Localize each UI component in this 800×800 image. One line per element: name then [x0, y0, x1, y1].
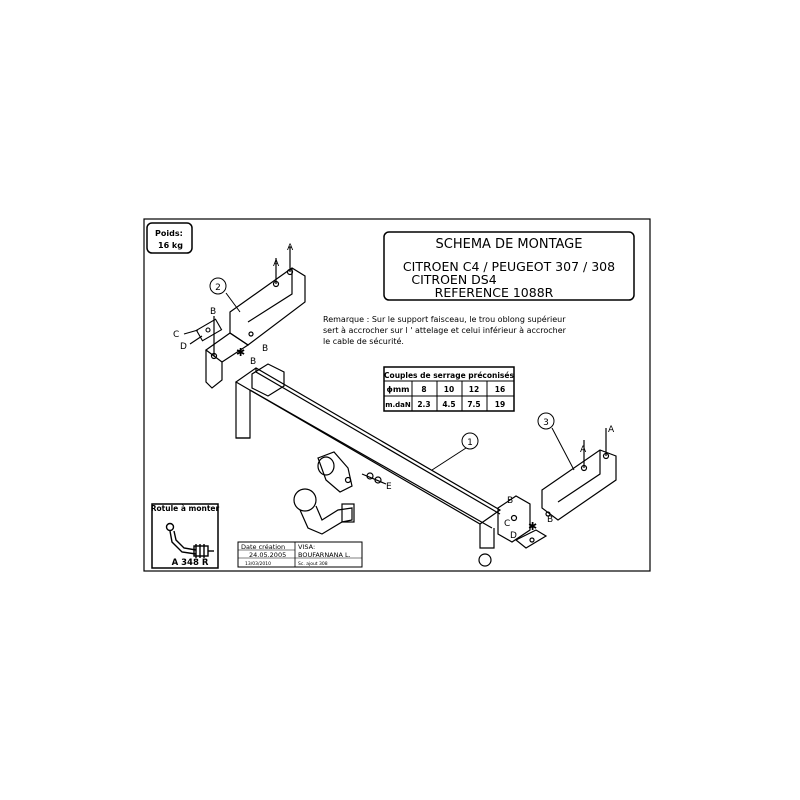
- title-vehicles-line1: CITROEN C4 / PEUGEOT 307 / 308: [403, 259, 615, 274]
- remark-line1: Remarque : Sur le support faisceau, le t…: [323, 314, 566, 324]
- tow-ball-assembly: [293, 451, 387, 535]
- torque-diameter-3: 12: [469, 385, 479, 394]
- torque-value-1: 2.3: [417, 400, 430, 409]
- info-visa-value: BOUFARNANA L.: [298, 551, 351, 559]
- torque-table: Couples de serrage préconisés ϕmm 8 10 1…: [383, 366, 515, 412]
- letter-labels: A A B C D B B E A A B C D B: [173, 243, 615, 541]
- svg-text:1: 1: [467, 438, 473, 448]
- label-a-right-2: A: [580, 445, 587, 455]
- title-vehicles-line2: CITROEN DS4: [411, 272, 496, 287]
- ball-inset-box: Rotule à monter A 348 R: [151, 503, 220, 569]
- torque-value-4: 19: [495, 400, 505, 409]
- left-clamp-plate: ✱: [183, 318, 245, 359]
- label-a-left-2: A: [273, 259, 280, 269]
- label-c-right: C: [504, 519, 510, 529]
- label-d-right: D: [510, 531, 517, 541]
- remark-line2: sert à accrocher sur l ' attelage et cel…: [323, 325, 567, 335]
- torque-table-title: Couples de serrage préconisés: [384, 371, 514, 380]
- drawing-frame: [143, 218, 651, 572]
- torque-value-2: 4.5: [442, 400, 455, 409]
- remark-text: Remarque : Sur le support faisceau, le t…: [323, 314, 567, 346]
- callout-leaders: [225, 292, 575, 471]
- label-b-left-3: B: [250, 357, 256, 367]
- label-b-left-2: B: [262, 344, 268, 354]
- label-a-right-1: A: [608, 425, 615, 435]
- title-reference: REFERENCE 1088R: [435, 285, 554, 300]
- weight-box: Poids: 16 kg: [146, 222, 193, 254]
- label-b-right-2: B: [547, 515, 553, 525]
- label-c-left: C: [173, 330, 179, 340]
- info-mod-note: Sc. ajout 308: [298, 561, 328, 567]
- info-mod-date: 13/03/2010: [245, 561, 271, 567]
- ball-inset-ref: A 348 R: [172, 558, 209, 568]
- info-visa-label: VISA:: [298, 543, 315, 551]
- callout-1: 1: [461, 432, 479, 450]
- right-bracket: ✱: [497, 428, 617, 549]
- svg-text:✱: ✱: [528, 520, 537, 533]
- info-date-label: Date création: [241, 543, 285, 551]
- weight-label: Poids:: [155, 229, 183, 238]
- svg-text:✱: ✱: [236, 346, 245, 359]
- title-box: SCHEMA DE MONTAGE CITROEN C4 / PEUGEOT 3…: [383, 231, 635, 301]
- torque-diameter-4: 16: [495, 385, 505, 394]
- info-date-value: 24.05.2005: [249, 551, 286, 559]
- torque-diameter-2: 10: [444, 385, 454, 394]
- main-tube: [234, 363, 502, 567]
- weight-value: 16 kg: [158, 241, 183, 250]
- label-d-left: D: [180, 342, 187, 352]
- svg-text:2: 2: [215, 283, 221, 293]
- remark-line3: le cable de sécurité.: [323, 336, 404, 346]
- label-b-right-1: B: [507, 496, 513, 506]
- left-bracket: [204, 246, 306, 389]
- torque-value-3: 7.5: [467, 400, 480, 409]
- title-heading: SCHEMA DE MONTAGE: [436, 237, 583, 252]
- torque-diameter-label: ϕmm: [386, 385, 409, 394]
- callout-3: 3: [537, 412, 555, 430]
- label-b-left-1: B: [210, 307, 216, 317]
- label-a-left-1: A: [287, 243, 294, 253]
- ball-inset-title: Rotule à monter: [151, 504, 220, 513]
- info-box: Date création 24.05.2005 VISA: BOUFARNAN…: [237, 541, 363, 568]
- torque-unit-label: m.daN: [385, 401, 411, 409]
- torque-diameter-1: 8: [421, 385, 426, 394]
- label-e: E: [386, 482, 392, 492]
- svg-text:3: 3: [543, 418, 549, 428]
- callout-2: 2: [209, 277, 227, 295]
